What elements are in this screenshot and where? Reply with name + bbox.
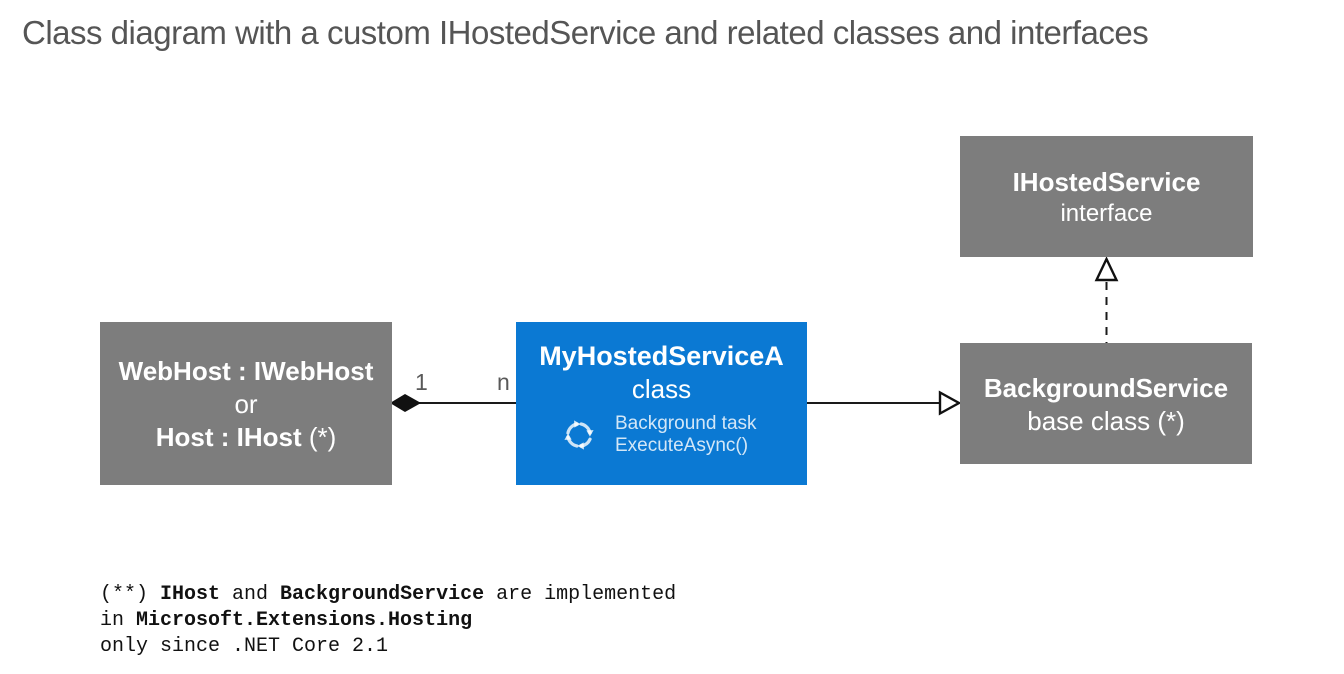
node-ihostedservice-name: IHostedService: [1012, 166, 1201, 197]
node-webhost-line3-rest: (*): [301, 421, 337, 452]
footnote-line2-pre: in: [100, 609, 137, 632]
multiplicity-label-n: n: [497, 369, 510, 395]
footnote-line1-pre: (**): [100, 583, 161, 606]
node-webhost-line3-bold: Host : IHost: [155, 421, 302, 452]
composition-connector: [390, 394, 516, 412]
node-webhost-line1: WebHost : IWebHost: [118, 355, 374, 386]
node-ihostedservice: IHostedService interface: [960, 136, 1253, 257]
composition-diamond: [390, 394, 421, 412]
footnote-line1-bold2: BackgroundService: [280, 583, 485, 606]
node-myhostedservice-kind: class: [631, 374, 692, 404]
footnote-line3: only since .NET Core 2.1: [100, 635, 389, 658]
realization-connector: [1094, 256, 1119, 343]
node-webhost-line2: or: [234, 388, 258, 419]
node-backgroundservice-kind: base class (*): [1027, 405, 1185, 436]
background-task-feature: Background task ExecuteAsync(): [558, 413, 807, 457]
inheritance-connector: [807, 390, 962, 416]
inheritance-arrowhead: [938, 390, 962, 416]
page-title: Class diagram with a custom IHostedServi…: [22, 14, 1149, 51]
footnote-line1-bold1: IHost: [160, 583, 221, 606]
node-myhostedservice: MyHostedServiceA class Background task: [516, 322, 807, 485]
footnote: (**) IHost and BackgroundService are imp…: [100, 582, 676, 660]
footnote-line1-post: are implemented: [484, 583, 677, 606]
sync-arrows-icon: [564, 420, 594, 450]
footnote-line2: in Microsoft.Extensions.Hosting: [100, 608, 676, 634]
node-webhost-line3: Host : IHost (*): [100, 420, 392, 454]
node-ihostedservice-kind: interface: [1060, 199, 1153, 227]
footnote-line1: (**) IHost and BackgroundService are imp…: [100, 582, 676, 608]
node-backgroundservice: BackgroundService base class (*): [960, 343, 1252, 464]
node-backgroundservice-name: BackgroundService: [983, 372, 1229, 403]
node-webhost: WebHost : IWebHost or Host : IHost (*): [100, 322, 392, 485]
background-task-label: Background task ExecuteAsync(): [615, 413, 757, 457]
node-myhostedservice-name: MyHostedServiceA: [539, 341, 784, 371]
feature-line2: ExecuteAsync(): [615, 435, 749, 456]
realization-arrowhead: [1094, 256, 1119, 282]
footnote-line1-mid: and: [220, 583, 281, 606]
multiplicity-label-1: 1: [415, 369, 428, 395]
footnote-line2-bold1: Microsoft.Extensions.Hosting: [136, 609, 473, 632]
feature-line1: Background task: [615, 413, 757, 434]
